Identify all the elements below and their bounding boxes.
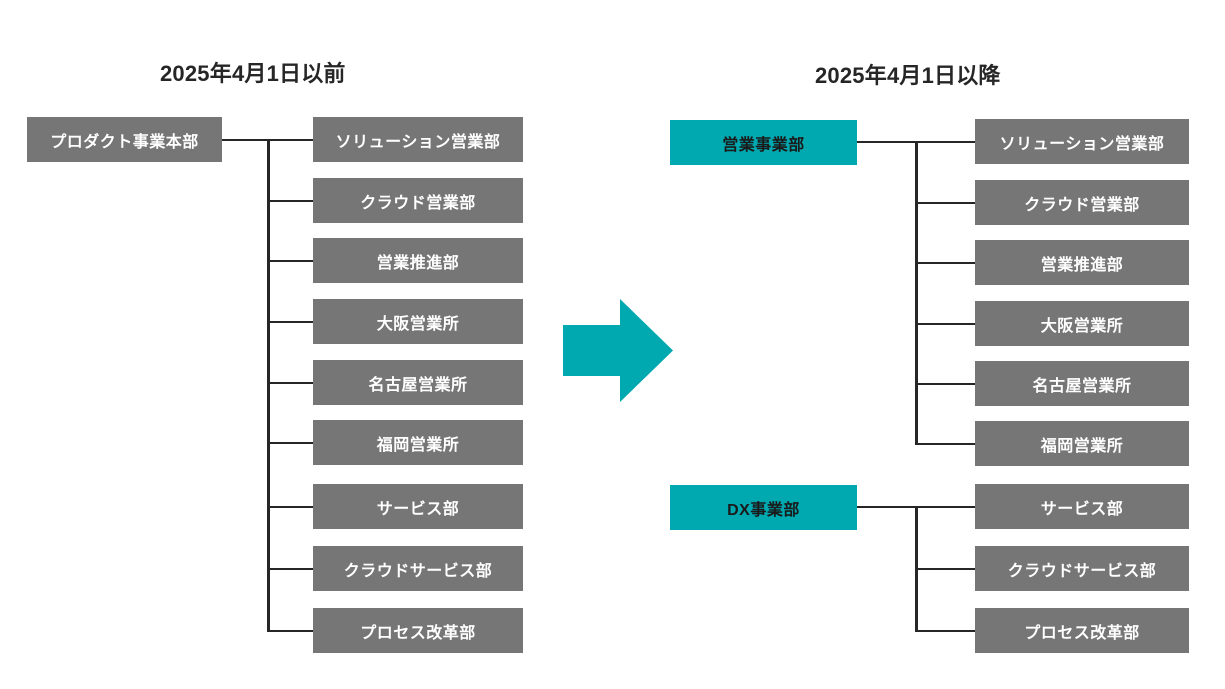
after-dx-parent-connector bbox=[857, 506, 917, 508]
after-child-node[interactable]: プロセス改革部 bbox=[975, 608, 1189, 653]
after-parent-node-dx[interactable]: DX事業部 bbox=[670, 485, 857, 530]
after-child-node[interactable]: サービス部 bbox=[975, 484, 1189, 529]
after-child-node[interactable]: ソリューション営業部 bbox=[975, 119, 1189, 164]
after-sales-trunk-line bbox=[915, 141, 918, 443]
after-dx-branch-line bbox=[915, 630, 975, 632]
after-child-node[interactable]: 営業推進部 bbox=[975, 240, 1189, 285]
before-branch-line bbox=[267, 506, 313, 508]
before-branch-line bbox=[267, 321, 313, 323]
before-branch-line bbox=[267, 568, 313, 570]
after-sales-branch-line bbox=[915, 443, 975, 445]
before-branch-line bbox=[267, 139, 313, 141]
after-child-node[interactable]: クラウド営業部 bbox=[975, 180, 1189, 225]
after-dx-branch-line bbox=[915, 568, 975, 570]
before-column-title: 2025年4月1日以前 bbox=[160, 61, 346, 86]
after-sales-branch-line bbox=[915, 141, 975, 143]
before-branch-line bbox=[267, 382, 313, 384]
before-branch-line bbox=[267, 442, 313, 444]
after-parent-node-sales[interactable]: 営業事業部 bbox=[670, 120, 857, 165]
after-sales-branch-line bbox=[915, 202, 975, 204]
before-child-node[interactable]: サービス部 bbox=[313, 484, 523, 529]
before-parent-connector bbox=[222, 139, 269, 141]
before-branch-line bbox=[267, 260, 313, 262]
before-child-node[interactable]: クラウドサービス部 bbox=[313, 546, 523, 591]
before-branch-line bbox=[267, 630, 313, 632]
after-child-node[interactable]: 福岡営業所 bbox=[975, 421, 1189, 466]
before-parent-node[interactable]: プロダクト事業本部 bbox=[27, 117, 222, 162]
before-child-node[interactable]: 福岡営業所 bbox=[313, 420, 523, 465]
after-column-title: 2025年4月1日以降 bbox=[815, 63, 1001, 88]
after-child-node[interactable]: クラウドサービス部 bbox=[975, 546, 1189, 591]
after-child-node[interactable]: 名古屋営業所 bbox=[975, 361, 1189, 406]
before-child-node[interactable]: クラウド営業部 bbox=[313, 178, 523, 223]
after-child-node[interactable]: 大阪営業所 bbox=[975, 301, 1189, 346]
before-trunk-line bbox=[267, 139, 270, 631]
before-child-node[interactable]: 営業推進部 bbox=[313, 238, 523, 283]
before-branch-line bbox=[267, 200, 313, 202]
after-sales-branch-line bbox=[915, 262, 975, 264]
after-sales-parent-connector bbox=[857, 141, 917, 143]
transition-arrow-icon bbox=[563, 299, 673, 402]
before-child-node[interactable]: プロセス改革部 bbox=[313, 608, 523, 653]
after-dx-branch-line bbox=[915, 506, 975, 508]
before-child-node[interactable]: ソリューション営業部 bbox=[313, 117, 523, 162]
before-child-node[interactable]: 名古屋営業所 bbox=[313, 360, 523, 405]
before-child-node[interactable]: 大阪営業所 bbox=[313, 299, 523, 344]
after-sales-branch-line bbox=[915, 383, 975, 385]
after-sales-branch-line bbox=[915, 323, 975, 325]
